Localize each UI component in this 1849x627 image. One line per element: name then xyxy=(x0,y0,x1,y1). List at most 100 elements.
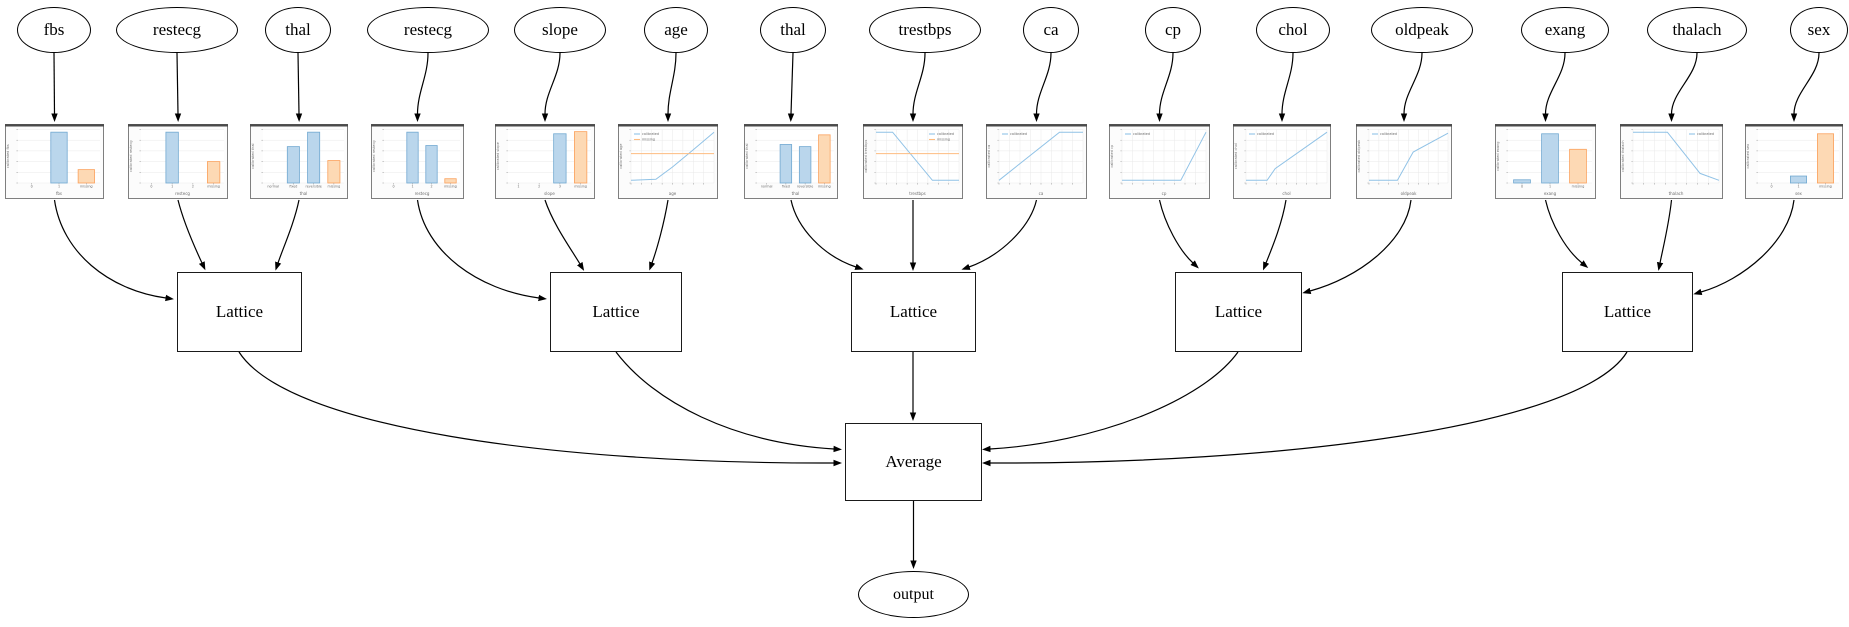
average-node-label: Average xyxy=(885,452,942,471)
legend-label: calibrated xyxy=(642,132,659,136)
x-tick-label: 0 xyxy=(392,185,394,189)
input-node-label: thal xyxy=(285,20,311,39)
chart-ylabel: calibrated thal xyxy=(251,144,255,169)
input-node-label: slope xyxy=(542,20,578,39)
edge-arrow xyxy=(790,199,864,270)
chart-ylabel: calibrated thal xyxy=(745,144,749,169)
edge-arrow xyxy=(414,52,429,122)
input-node-restecg: restecg xyxy=(367,7,489,53)
chart-xlabel: ca xyxy=(1039,191,1044,196)
input-node-chol: chol xyxy=(1256,7,1330,53)
calibrator-chart-oldpeak: calibrated oldpeak oldpeak calibrated xyxy=(1356,124,1452,199)
edge-arrow xyxy=(1790,52,1820,122)
edge-arrow xyxy=(787,52,795,122)
input-node-cp: cp xyxy=(1145,7,1201,53)
lattice-node-5: Lattice xyxy=(1562,272,1693,352)
edge-arrow xyxy=(275,199,300,271)
edge-arrow xyxy=(416,199,547,302)
output-node-label: output xyxy=(893,585,934,603)
x-tick-label: 0 xyxy=(1770,185,1772,189)
edge-arrow xyxy=(51,52,58,122)
chart-xlabel: thal xyxy=(300,191,308,196)
input-node-slope: slope xyxy=(514,7,606,53)
x-tick-label: 1 xyxy=(1549,185,1551,189)
edge-arrow xyxy=(1542,52,1566,122)
edge-arrow xyxy=(1156,52,1174,122)
chart-ylabel: calibrated cp xyxy=(1110,144,1114,168)
x-tick-label: fixed xyxy=(289,185,297,189)
input-node-label: age xyxy=(664,20,688,39)
lattice-node-label: Lattice xyxy=(1603,302,1652,321)
x-tick-label: missing xyxy=(207,185,220,189)
input-node-label: restecg xyxy=(152,20,202,39)
lattice-node-3: Lattice xyxy=(851,272,976,352)
input-node-thalach: thalach xyxy=(1647,7,1747,53)
chart-ylabel: calibrated oldpeak xyxy=(1357,139,1361,173)
x-tick-label: 0 xyxy=(1521,185,1523,189)
input-node-fbs: fbs xyxy=(17,7,91,53)
input-node-thal: thal xyxy=(760,7,826,53)
edge-arrow xyxy=(177,199,206,271)
edge-arrow xyxy=(909,52,926,122)
lattice-node-label: Lattice xyxy=(889,302,938,321)
x-tick-label: missing xyxy=(1572,185,1585,189)
input-node-label: thalach xyxy=(1672,20,1722,39)
chart-xlabel: exang xyxy=(1544,191,1557,196)
chart-xlabel: restecg xyxy=(415,191,430,196)
chart-ylabel: calibrated restecg xyxy=(372,140,376,172)
x-tick-label: 1 xyxy=(517,185,519,189)
x-tick-label: normal xyxy=(267,185,279,189)
edge-arrow xyxy=(544,199,585,271)
edge-arrow xyxy=(1668,52,1698,122)
x-tick-label: reversible xyxy=(797,185,813,189)
input-node-label: chol xyxy=(1278,20,1308,39)
input-node-restecg: restecg xyxy=(116,7,238,53)
edge-arrow xyxy=(1544,199,1589,269)
chart-xlabel: thalach xyxy=(1669,191,1684,196)
legend-label: calibrated xyxy=(1380,132,1397,136)
x-tick-label: 2 xyxy=(430,185,432,189)
chart-ylabel: calibrated chol xyxy=(1234,143,1238,169)
chart-ylabel: calibrated slope xyxy=(496,142,500,170)
edge-arrow xyxy=(649,199,669,271)
input-node-age: age xyxy=(644,7,708,53)
edge-arrow xyxy=(295,52,303,122)
edge-arrow xyxy=(982,351,1239,453)
edge-arrow xyxy=(1693,199,1795,295)
chart-ylabel: calibrated restecg xyxy=(129,140,133,172)
input-node-trestbps: trestbps xyxy=(869,7,981,53)
x-tick-label: missing xyxy=(328,185,341,189)
edge-arrow xyxy=(1400,52,1423,122)
x-tick-label: 0 xyxy=(150,185,152,189)
average-node: Average xyxy=(845,423,982,501)
chart-ylabel: calibrated thalach xyxy=(1621,140,1625,172)
x-tick-label: fixed xyxy=(782,185,790,189)
legend-label: calibrated xyxy=(1257,132,1274,136)
chart-xlabel: oldpeak xyxy=(1401,191,1418,196)
chart-xlabel: restecg xyxy=(175,191,190,196)
lattice-node-4: Lattice xyxy=(1175,272,1302,352)
lattice-node-2: Lattice xyxy=(550,272,682,352)
chart-xlabel: fbs xyxy=(56,191,62,196)
edge-arrow xyxy=(1158,199,1199,269)
chart-ylabel: calibrated fbs xyxy=(6,144,10,168)
x-tick-label: 1 xyxy=(58,185,60,189)
edge-arrow xyxy=(541,52,561,122)
x-tick-label: missing xyxy=(818,185,831,189)
edge-arrow xyxy=(1278,52,1294,122)
chart-xlabel: thal xyxy=(792,191,800,196)
